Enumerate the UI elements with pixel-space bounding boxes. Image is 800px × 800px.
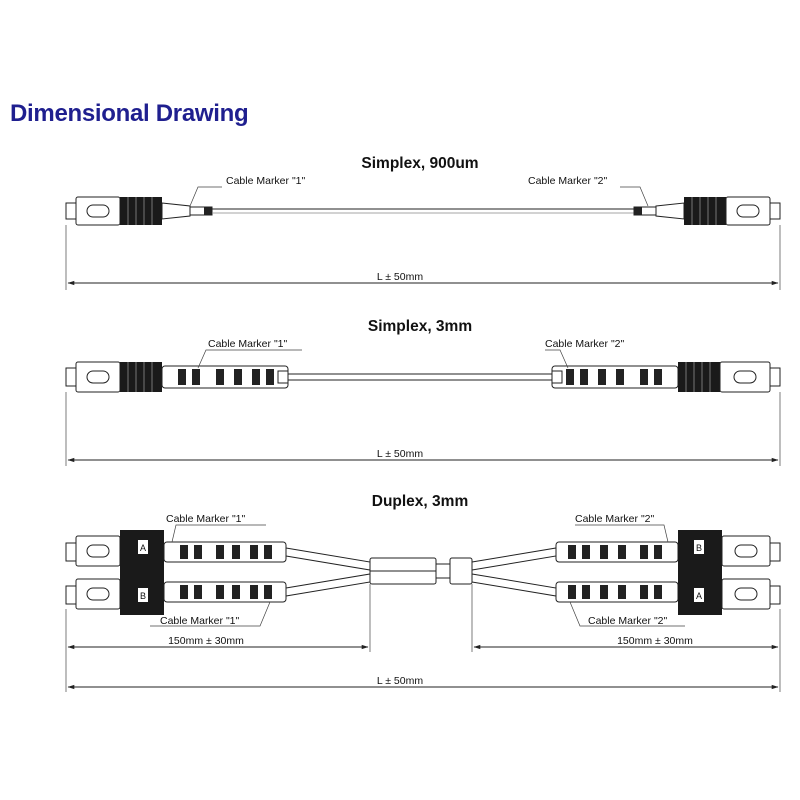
sc-connector-left — [65, 196, 213, 226]
sc-connector-left — [65, 361, 289, 393]
cable-marker-2-bottom-label: Cable Marker "2" — [588, 615, 668, 627]
breakout-dimension-left: 150mm ± 30mm — [168, 635, 244, 647]
breakout-dimension-right: 150mm ± 30mm — [617, 635, 693, 647]
sc-duplex-connector-left: A B — [65, 530, 287, 615]
cable-marker-2-label: Cable Marker "2" — [545, 338, 625, 350]
length-dimension-label: L ± 50mm — [377, 448, 423, 460]
duplex-3mm-drawing: Duplex, 3mm A B — [65, 493, 781, 692]
simplex-900um-title: Simplex, 900um — [361, 155, 478, 172]
simplex-900um-drawing: Simplex, 900um — [65, 155, 781, 290]
page-title: Dimensional Drawing — [10, 100, 249, 127]
simplex-3mm-title: Simplex, 3mm — [368, 318, 472, 335]
cable-marker-1-top-label: Cable Marker "1" — [166, 513, 246, 525]
length-dimension-label: L ± 50mm — [377, 271, 423, 283]
simplex-3mm-drawing: Simplex, 3mm — [65, 318, 781, 466]
cable-marker-2-top-label: Cable Marker "2" — [575, 513, 655, 525]
duplex-3mm-title: Duplex, 3mm — [372, 493, 468, 510]
sc-connector-right — [633, 196, 781, 226]
port-label-a: A — [696, 591, 702, 601]
cable-marker-1-label: Cable Marker "1" — [226, 175, 306, 187]
sc-duplex-connector-right: B A — [555, 530, 781, 615]
port-label-b: B — [140, 591, 146, 601]
sc-connector-right — [551, 361, 781, 393]
port-label-b: B — [696, 543, 702, 553]
cable-marker-1-bottom-label: Cable Marker "1" — [160, 615, 240, 627]
port-label-a: A — [140, 543, 146, 553]
length-dimension-label: L ± 50mm — [377, 675, 423, 687]
cable-marker-2-label: Cable Marker "2" — [528, 175, 608, 187]
cable-marker-1-label: Cable Marker "1" — [208, 338, 288, 350]
